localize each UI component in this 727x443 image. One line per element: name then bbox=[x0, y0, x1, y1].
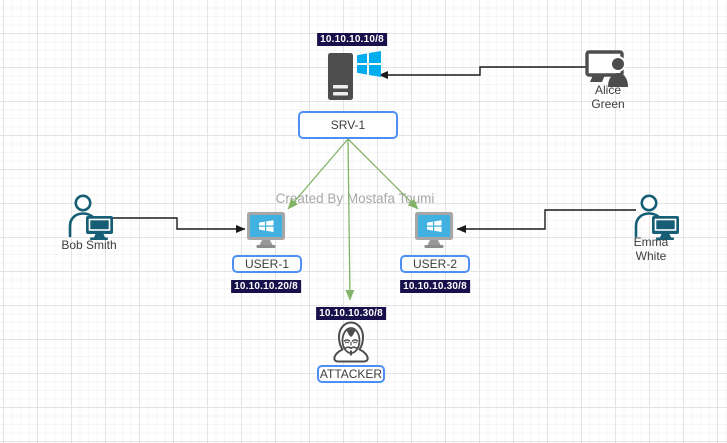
person-head bbox=[74, 194, 92, 212]
windows-logo bbox=[357, 51, 381, 77]
person-name-bob: Bob Smith bbox=[61, 238, 117, 252]
node-srv-1-label: SRV-1 bbox=[330, 118, 366, 132]
node-user-1-label: USER-1 bbox=[244, 257, 289, 271]
person-name-alice: Alice Green bbox=[591, 83, 625, 111]
windows-monitor-icon[interactable] bbox=[414, 211, 454, 249]
monitor-base bbox=[656, 237, 674, 240]
monitor-screen bbox=[654, 218, 677, 231]
node-user-1[interactable]: USER-1 bbox=[232, 255, 302, 273]
person-name-emma: Emma White bbox=[633, 235, 669, 263]
monitor-screen bbox=[88, 218, 111, 231]
windows-server-icon[interactable] bbox=[326, 48, 382, 102]
windows-monitor-icon[interactable] bbox=[246, 211, 286, 249]
edge-bob-to-user1[interactable] bbox=[113, 217, 246, 233]
windows-logo bbox=[259, 220, 274, 232]
server-stripe bbox=[333, 92, 348, 96]
node-user-2-label: USER-2 bbox=[412, 257, 457, 271]
anonymous-mask-icon[interactable] bbox=[330, 321, 372, 363]
monitor-stand bbox=[590, 75, 605, 82]
monitor-screen bbox=[418, 215, 450, 237]
user2-ip-badge: 10.10.10.30/8 bbox=[400, 280, 470, 293]
person-with-monitor-icon[interactable] bbox=[62, 193, 114, 240]
hair-peak bbox=[346, 329, 356, 337]
edge-emma-to-user2[interactable] bbox=[456, 209, 636, 233]
edge-alice-to-srv[interactable] bbox=[378, 66, 586, 79]
monitor-stand bbox=[660, 234, 671, 238]
person-with-monitor-icon[interactable] bbox=[628, 193, 680, 240]
monitor-stand bbox=[427, 240, 441, 245]
person-body bbox=[608, 73, 628, 87]
node-user-2[interactable]: USER-2 bbox=[400, 255, 470, 273]
person-head bbox=[610, 56, 626, 72]
monitor-stand bbox=[94, 234, 105, 238]
monitor-base bbox=[256, 245, 276, 248]
node-attacker[interactable]: ATTACKER bbox=[317, 365, 385, 383]
node-attacker-label: ATTACKER bbox=[319, 367, 383, 381]
person-head bbox=[640, 194, 658, 212]
user1-ip-badge: 10.10.10.20/8 bbox=[231, 280, 301, 293]
server-stripe bbox=[333, 85, 348, 89]
attacker-ip-badge: 10.10.10.30/8 bbox=[316, 307, 386, 320]
monitor-screen bbox=[250, 215, 282, 237]
user-at-monitor-icon[interactable] bbox=[584, 49, 636, 87]
edge-srv-to-attacker[interactable] bbox=[345, 138, 355, 301]
monitor-base bbox=[424, 245, 444, 248]
watermark-text: Created By Mostafa Toumi bbox=[275, 191, 435, 206]
monitor-stand bbox=[259, 240, 273, 245]
monitor-base bbox=[90, 237, 108, 240]
node-srv-1[interactable]: SRV-1 bbox=[298, 111, 398, 139]
windows-logo bbox=[427, 220, 442, 232]
srv-ip-badge: 10.10.10.10/8 bbox=[317, 33, 387, 46]
mask-features bbox=[343, 339, 359, 356]
